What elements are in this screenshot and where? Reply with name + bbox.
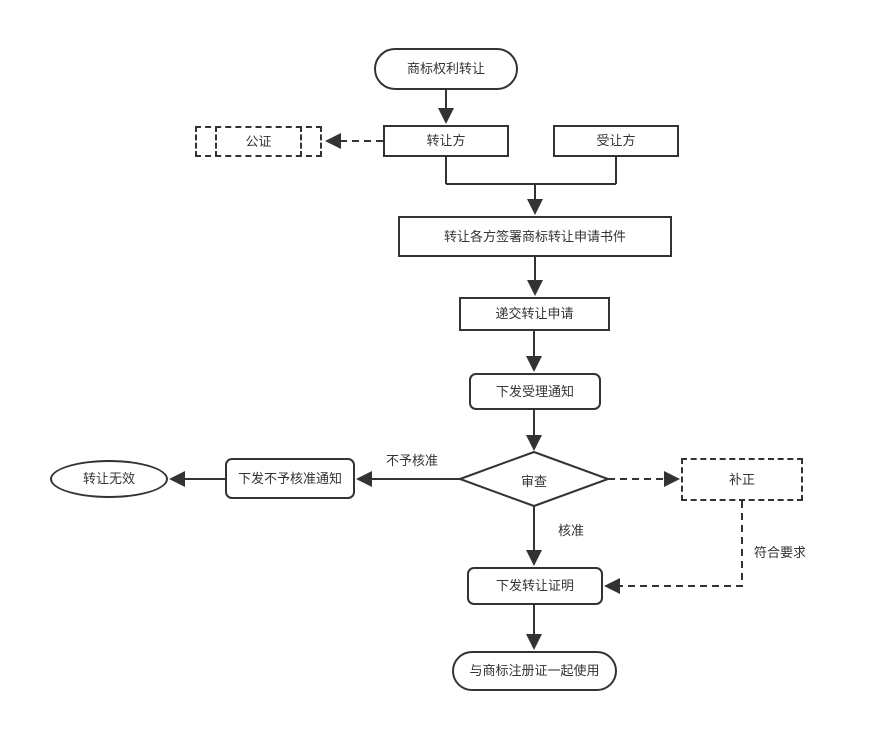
predefined-process-left-bar bbox=[215, 126, 217, 157]
node-submit-label: 递交转让申请 bbox=[495, 306, 574, 322]
node-invalid: 转让无效 bbox=[50, 460, 168, 498]
edge-label-meets-requirements: 符合要求 bbox=[754, 545, 807, 560]
node-notary-label: 公证 bbox=[245, 133, 272, 149]
node-certificate-label: 下发转让证明 bbox=[495, 578, 574, 594]
node-final: 与商标注册证一起使用 bbox=[452, 651, 617, 691]
edge-label-approved: 核准 bbox=[558, 523, 585, 538]
review-diamond-shape bbox=[457, 450, 611, 508]
node-final-label: 与商标注册证一起使用 bbox=[469, 663, 600, 679]
node-transferor-label: 转让方 bbox=[426, 133, 466, 149]
node-sign-docs-label: 转让各方签署商标转让申请书件 bbox=[443, 228, 626, 244]
edge-supplement-to-certificate bbox=[604, 501, 743, 594]
node-notary: 公证 bbox=[195, 126, 322, 157]
node-sign-docs: 转让各方签署商标转让申请书件 bbox=[398, 216, 672, 257]
node-transferee: 受让方 bbox=[553, 125, 679, 157]
node-acceptance-label: 下发受理通知 bbox=[495, 383, 574, 399]
node-certificate: 下发转让证明 bbox=[467, 567, 603, 605]
edge-label-not-approved: 不予核准 bbox=[386, 453, 439, 468]
node-reject-notice: 下发不予核准通知 bbox=[225, 458, 355, 499]
node-transferor: 转让方 bbox=[383, 125, 509, 157]
node-submit: 递交转让申请 bbox=[459, 297, 610, 331]
node-start: 商标权利转让 bbox=[374, 48, 518, 90]
node-reject-notice-label: 下发不予核准通知 bbox=[237, 470, 342, 486]
node-invalid-label: 转让无效 bbox=[82, 471, 135, 487]
node-supplement-label: 补正 bbox=[728, 471, 755, 487]
node-transferee-label: 受让方 bbox=[596, 133, 636, 149]
predefined-process-right-bar bbox=[300, 126, 302, 157]
node-start-label: 商标权利转让 bbox=[406, 61, 485, 77]
node-review-label: 审查 bbox=[520, 474, 547, 489]
node-supplement: 补正 bbox=[681, 458, 803, 501]
node-acceptance: 下发受理通知 bbox=[469, 373, 601, 410]
